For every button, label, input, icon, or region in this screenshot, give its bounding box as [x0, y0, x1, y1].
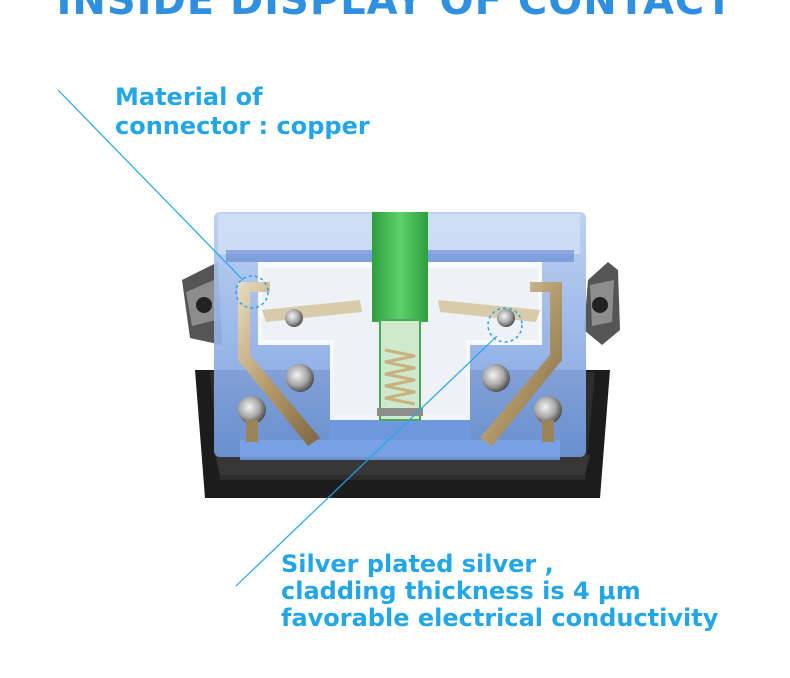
page-title: INSIDE DISPLAY OF CONTACT: [56, 0, 734, 24]
callout-line: cladding thickness is 4 μm: [281, 577, 641, 605]
copper-leader-line: [57, 89, 244, 281]
left-contact: [238, 282, 362, 446]
silver-plating-callout: Silver plated silver , cladding thicknes…: [281, 551, 718, 632]
silver-leader-line: [235, 335, 498, 587]
callout-line: Material of: [115, 83, 263, 111]
callout-line: Silver plated silver ,: [281, 550, 554, 578]
left-latch: [182, 262, 222, 345]
green-plunger: [372, 212, 428, 421]
right-contact: [438, 282, 562, 446]
callout-line: connector : copper: [115, 112, 370, 140]
copper-material-callout: Material of connector : copper: [115, 83, 370, 141]
silver-callout-marker: [487, 307, 523, 343]
copper-callout-marker: [235, 275, 269, 309]
right-latch: [584, 262, 620, 345]
callout-line: favorable electrical conductivity: [281, 604, 719, 632]
